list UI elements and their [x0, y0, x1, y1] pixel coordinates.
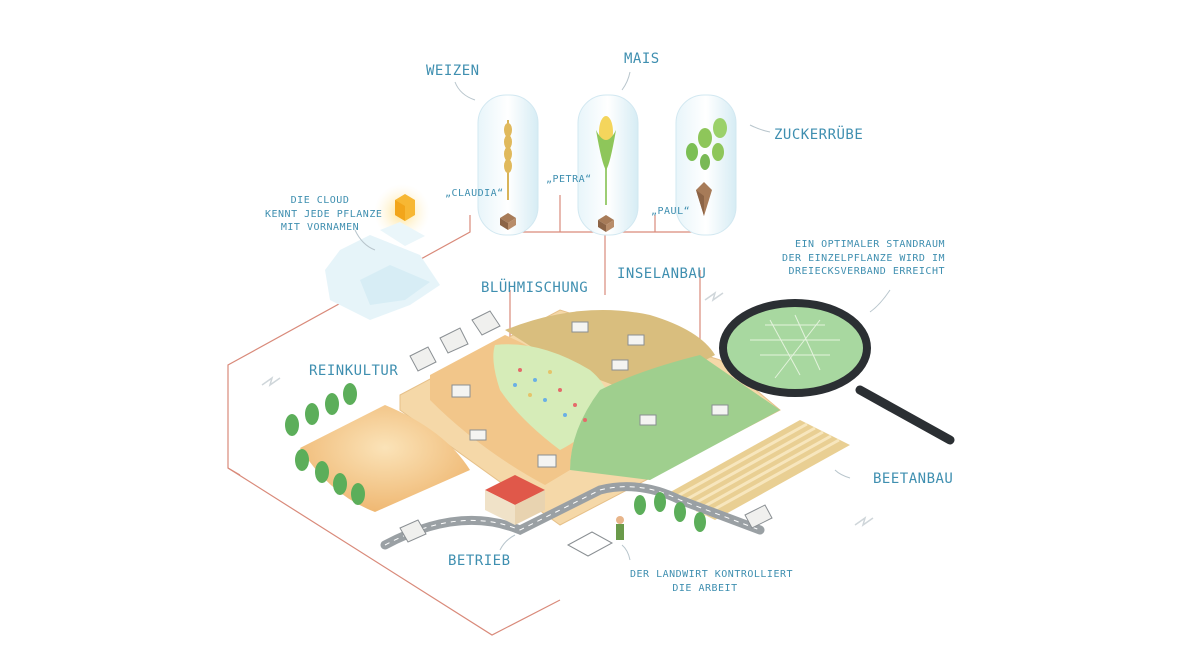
corn-plant-icon	[596, 116, 616, 205]
label-inselanbau: INSELANBAU	[617, 266, 707, 282]
label-zuckerruebe: ZUCKERRÜBE	[774, 127, 864, 143]
label-cloud-line3: MIT VORNAMEN	[280, 222, 360, 233]
wheat-plant-icon	[504, 123, 512, 173]
tractor-icon	[451, 321, 729, 468]
corn-cylinder	[577, 94, 639, 236]
label-claudia: „CLAUDIA“	[445, 188, 504, 199]
label-mais: MAIS	[624, 51, 660, 67]
label-landwirt-line1: DER LANDWIRT KONTROLLIERT	[630, 569, 794, 580]
tablet-icon	[566, 531, 614, 557]
label-reinkultur: REINKULTUR	[309, 363, 399, 379]
magnifier-icon	[719, 299, 955, 445]
sugarbeet-cylinder	[675, 94, 737, 236]
label-landwirt: DER LANDWIRT KONTROLLIERT DIE ARBEIT	[630, 568, 794, 595]
farmhouse-icon	[485, 475, 545, 525]
label-landwirt-line2: DIE ARBEIT	[672, 582, 738, 594]
label-betrieb: BETRIEB	[448, 553, 511, 569]
label-standraum-line3: DREIECKSVERBAND ERREICHT	[788, 266, 945, 277]
label-cloud-line1: DIE CLOUD	[290, 195, 350, 206]
label-standraum-line1: EIN OPTIMALER STANDRAUM	[795, 239, 945, 250]
flower-dots	[513, 368, 587, 422]
label-paul: „PAUL“	[651, 206, 691, 217]
farmer-icon	[616, 516, 624, 540]
tree-icon	[285, 383, 706, 532]
lightning-icon	[261, 291, 874, 527]
label-beetanbau: BEETANBAU	[873, 471, 954, 487]
cloud-icon	[325, 184, 440, 320]
label-petra: „PETRA“	[546, 174, 592, 185]
label-weizen: WEIZEN	[426, 63, 480, 79]
label-cloud: DIE CLOUD KENNT JEDE PFLANZE MIT VORNAME…	[265, 194, 383, 235]
truck-icon	[399, 310, 773, 543]
sugar-beet-plant-icon	[686, 118, 727, 216]
beetanbau-field	[665, 420, 850, 520]
label-cloud-line2: KENNT JEDE PFLANZE	[265, 208, 383, 220]
label-standraum-line2: DER EINZELPFLANZE WIRD IM	[781, 252, 945, 264]
label-standraum: EIN OPTIMALER STANDRAUM DER EINZELPFLANZ…	[770, 238, 945, 279]
label-bluehmischung: BLÜHMISCHUNG	[481, 280, 589, 296]
wheat-cylinder	[477, 94, 539, 236]
